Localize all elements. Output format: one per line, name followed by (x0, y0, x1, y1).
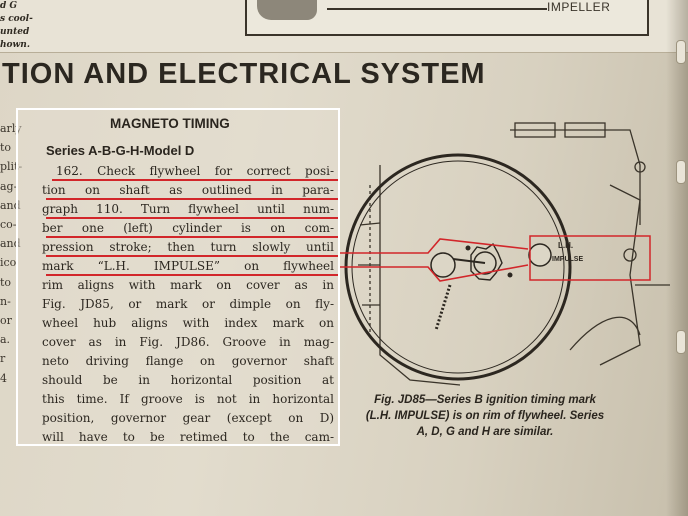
pointer-circle (430, 252, 456, 278)
highlight-box (16, 108, 340, 446)
fragment-line: unted (0, 27, 30, 37)
article-title: MAGNETO TIMING (110, 116, 230, 131)
caption-line: (L.H. IMPULSE) is on rim of flywheel. Se… (365, 410, 605, 422)
figure-caption: Fig. JD85—Series B ignition timing mark … (350, 392, 620, 440)
previous-column-fragments: arly to plit- ag- and co- and ico to n- … (0, 119, 30, 388)
body-line: wheel hub aligns with index mark on (42, 316, 334, 330)
body-line: cover as in Fig. JD86. Groove in mag- (42, 335, 334, 349)
page-binding-shadow (666, 0, 688, 516)
red-underline (52, 179, 338, 181)
mark-label-line1: L.H. (558, 241, 573, 250)
top-figure-illustration (257, 0, 317, 20)
leader-line (327, 8, 547, 10)
body-line: Fig. JD85, or mark or dimple on fly- (42, 297, 334, 311)
red-underline (46, 255, 338, 257)
red-arrow-top (340, 238, 529, 254)
engine-illustration: L.H. IMPULSE (340, 122, 670, 386)
fragment-line: or (0, 314, 12, 328)
fragment-line: ag- (0, 179, 18, 193)
fragment-line: hown. (0, 40, 30, 50)
fragment-line: to (0, 275, 12, 289)
body-line: neto driving flange on governor shaft (42, 354, 334, 368)
body-line: tion on shaft as outlined in para- (42, 183, 334, 197)
body-line: mark “L.H. IMPULSE” on flywheel (42, 259, 334, 273)
previous-page-strip: d G s cool- unted hown. IMPELLER (0, 0, 688, 53)
binder-ring (676, 40, 686, 64)
fragment-line: and (0, 198, 21, 212)
fragment-line: ico (0, 256, 17, 270)
body-line: 162. Check flywheel for correct posi- (56, 164, 334, 178)
fragment-line: 4 (0, 371, 7, 385)
body-line: this time. If groove is not in horizonta… (42, 392, 334, 406)
red-highlight-box (529, 235, 651, 281)
red-underline (46, 236, 338, 238)
body-line: rim aligns with mark on cover as in (42, 278, 334, 292)
impeller-label: IMPELLER (547, 0, 611, 14)
top-left-caption-fragment: d G s cool- unted hown. (0, 0, 40, 52)
article-subtitle: Series A-B-G-H-Model D (46, 143, 195, 158)
body-line: pression stroke; then turn slowly until (42, 240, 334, 254)
binder-ring (676, 330, 686, 354)
red-underline (46, 217, 338, 219)
fragment-line: to (0, 141, 12, 155)
fragment-line: s cool- (0, 14, 33, 24)
fragment-line: r (0, 352, 6, 366)
fragment-line: n- (0, 294, 11, 308)
caption-line: A, D, G and H are similar. (416, 426, 554, 438)
mark-label-line2: IMPULSE (552, 256, 583, 263)
caption-line: Fig. JD85—Series B ignition timing mark (374, 394, 596, 406)
fragment-line: a. (0, 333, 11, 347)
top-figure-frame: IMPELLER (245, 0, 649, 36)
red-arrow-bottom (340, 264, 529, 282)
fragment-line: co- (0, 218, 17, 232)
red-underline (46, 198, 338, 200)
timing-mark-circle (528, 243, 552, 267)
fragment-line: and (0, 237, 21, 251)
body-line: will have to be retimed to the cam- (42, 430, 334, 444)
body-line: position, governor gear (except on D) (42, 411, 334, 425)
body-line: ber one (left) cylinder is on com- (42, 221, 334, 235)
fragment-line: d G (0, 1, 18, 11)
binder-ring (676, 160, 686, 184)
section-heading: TION AND ELECTRICAL SYSTEM (2, 58, 486, 90)
body-line: should be in horizontal position at (42, 373, 334, 387)
body-line: graph 110. Turn flywheel until num- (42, 202, 334, 216)
red-underline (46, 274, 338, 276)
